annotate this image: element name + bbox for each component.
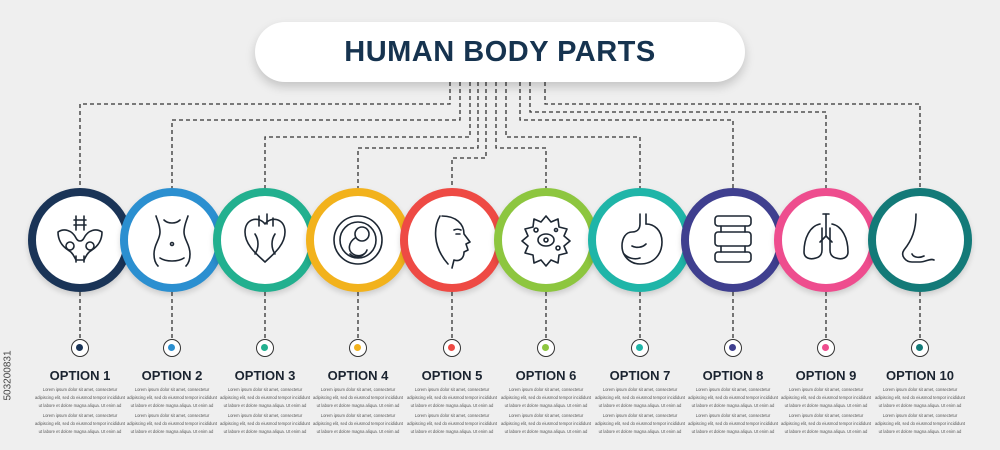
lungs-icon	[803, 213, 849, 260]
option-4-dot-fill	[354, 344, 361, 351]
option-2-dot	[163, 339, 181, 357]
option-8-dot-fill	[729, 344, 736, 351]
option-1-circle	[28, 188, 132, 292]
option-5-dot	[443, 339, 461, 357]
option-2-circle	[120, 188, 224, 292]
option-5-circle	[400, 188, 504, 292]
option-6-dot-fill	[542, 344, 549, 351]
option-1-dot-fill	[76, 344, 83, 351]
connector-option-9	[529, 82, 827, 188]
option-3-description-1: Lorem ipsum dolor sit amet, consectetur …	[219, 387, 311, 412]
connector-option-2	[171, 82, 461, 188]
option-9-description-2: Lorem ipsum dolor sit amet, consectetur …	[780, 413, 872, 438]
option-1-description-1: Lorem ipsum dolor sit amet, consectetur …	[34, 387, 126, 412]
option-4-circle	[306, 188, 410, 292]
option-9-dot	[817, 339, 835, 357]
nose-icon	[901, 213, 935, 263]
option-9-description-1: Lorem ipsum dolor sit amet, consectetur …	[780, 387, 872, 412]
connector-option-1	[79, 82, 451, 188]
option-8-description-1: Lorem ipsum dolor sit amet, consectetur …	[687, 387, 779, 412]
watermark-id: 503200831	[2, 350, 14, 401]
option-7-dot	[631, 339, 649, 357]
connector-option-8	[519, 82, 734, 188]
option-7-label: OPTION 7	[609, 368, 671, 383]
connector-option-6	[495, 82, 547, 188]
option-3-dot-fill	[261, 344, 268, 351]
cell-icon	[521, 215, 571, 267]
option-6-dot	[537, 339, 555, 357]
option-2-description-1: Lorem ipsum dolor sit amet, consectetur …	[126, 387, 218, 412]
option-7-description-1: Lorem ipsum dolor sit amet, consectetur …	[594, 387, 686, 412]
option-4-label: OPTION 4	[327, 368, 389, 383]
title-banner: HUMAN BODY PARTS	[255, 22, 745, 82]
pelvis-icon	[57, 215, 103, 263]
option-7-circle	[588, 188, 692, 292]
option-5-description-1: Lorem ipsum dolor sit amet, consectetur …	[406, 387, 498, 412]
option-6-label: OPTION 6	[515, 368, 577, 383]
option-1-label: OPTION 1	[49, 368, 111, 383]
option-4-description-2: Lorem ipsum dolor sit amet, consectetur …	[312, 413, 404, 438]
option-9-circle	[774, 188, 878, 292]
option-3-dot	[256, 339, 274, 357]
option-7-description-2: Lorem ipsum dolor sit amet, consectetur …	[594, 413, 686, 438]
option-6-circle	[494, 188, 598, 292]
option-6-description-2: Lorem ipsum dolor sit amet, consectetur …	[500, 413, 592, 438]
option-2-label: OPTION 2	[141, 368, 203, 383]
option-10-dot-fill	[916, 344, 923, 351]
option-6-description-1: Lorem ipsum dolor sit amet, consectetur …	[500, 387, 592, 412]
face-profile-icon	[434, 215, 471, 269]
option-1-dot	[71, 339, 89, 357]
option-3-label: OPTION 3	[234, 368, 296, 383]
option-4-description-1: Lorem ipsum dolor sit amet, consectetur …	[312, 387, 404, 412]
option-9-label: OPTION 9	[795, 368, 857, 383]
option-3-circle	[213, 188, 317, 292]
option-10-circle	[868, 188, 972, 292]
option-7-dot-fill	[636, 344, 643, 351]
connector-option-10	[544, 82, 921, 188]
option-5-description-2: Lorem ipsum dolor sit amet, consectetur …	[406, 413, 498, 438]
connector-option-5	[451, 82, 487, 188]
option-1-description-2: Lorem ipsum dolor sit amet, consectetur …	[34, 413, 126, 438]
option-8-circle	[681, 188, 785, 292]
heart-icon	[244, 213, 286, 263]
option-8-label: OPTION 8	[702, 368, 764, 383]
fetus-icon	[333, 215, 383, 265]
watermark: 503200831	[0, 318, 14, 438]
option-3-description-2: Lorem ipsum dolor sit amet, consectetur …	[219, 413, 311, 438]
option-4-dot	[349, 339, 367, 357]
option-2-dot-fill	[168, 344, 175, 351]
connector-option-7	[505, 82, 641, 188]
option-2-description-2: Lorem ipsum dolor sit amet, consectetur …	[126, 413, 218, 438]
connector-option-4	[357, 82, 479, 188]
page-title: HUMAN BODY PARTS	[344, 35, 656, 68]
option-8-description-2: Lorem ipsum dolor sit amet, consectetur …	[687, 413, 779, 438]
connector-option-3	[264, 82, 471, 188]
stomach-icon	[621, 213, 663, 265]
option-10-description-1: Lorem ipsum dolor sit amet, consectetur …	[874, 387, 966, 412]
option-10-dot	[911, 339, 929, 357]
option-8-dot	[724, 339, 742, 357]
spine-vertebra-icon	[714, 215, 752, 263]
female-torso-icon	[153, 215, 191, 267]
option-5-dot-fill	[448, 344, 455, 351]
option-10-description-2: Lorem ipsum dolor sit amet, consectetur …	[874, 413, 966, 438]
option-10-label: OPTION 10	[886, 368, 954, 383]
option-9-dot-fill	[822, 344, 829, 351]
option-5-label: OPTION 5	[421, 368, 483, 383]
